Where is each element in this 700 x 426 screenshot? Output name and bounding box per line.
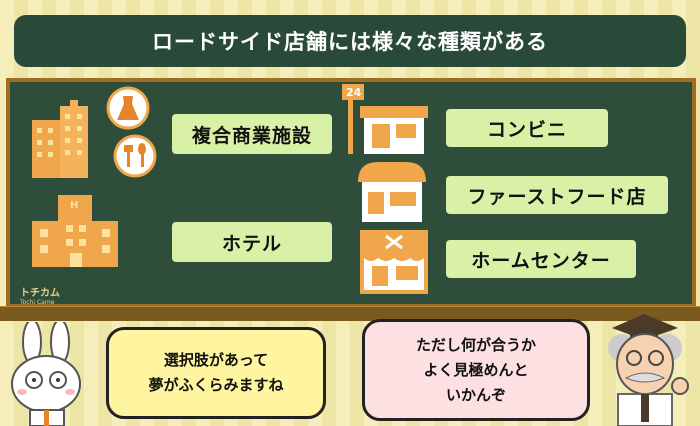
bubble-right-line-1: ただし何が合うか: [415, 335, 536, 354]
bubble-left-line-1: 選択肢があって: [163, 351, 269, 369]
professor-character: [608, 314, 689, 426]
convenience-store-icon: [342, 84, 428, 154]
board-ledge: [0, 307, 700, 321]
label-hotel: ホテル: [172, 222, 332, 262]
restaurant-icon: [113, 134, 157, 178]
label-fastfood: ファーストフード店: [446, 176, 668, 214]
hospital-sign: H: [70, 200, 79, 211]
speech-bubble-rabbit: 選択肢があって 夢がふくらみますね: [106, 327, 326, 419]
label-homecenter: ホームセンター: [446, 240, 636, 278]
label-convenience: コンビニ: [446, 109, 608, 147]
label-complex: 複合商業施設: [172, 114, 332, 154]
page-title: ロードサイド店舗には様々な種類がある: [14, 15, 686, 67]
dress-icon: [106, 86, 150, 130]
homecenter-store-icon: [360, 230, 428, 294]
logo: トチカム Tochi Came: [20, 284, 60, 306]
bubble-left-line-2: 夢がふくらみますね: [148, 376, 284, 394]
store-24-sign: 24: [346, 86, 362, 99]
speech-bubble-professor: ただし何が合うか よく見極めんと いかんぞ: [362, 319, 590, 421]
hotel-building-icon: [32, 195, 118, 267]
office-building-icon: [32, 100, 88, 178]
rabbit-character: [11, 322, 81, 426]
logo-subtext: Tochi Came: [20, 299, 55, 306]
logo-text: トチカム: [20, 288, 60, 299]
bubble-right-line-2: よく見極めんと: [423, 360, 529, 379]
bubble-right-line-3: いかんぞ: [445, 385, 506, 404]
fastfood-store-icon: [358, 162, 426, 222]
